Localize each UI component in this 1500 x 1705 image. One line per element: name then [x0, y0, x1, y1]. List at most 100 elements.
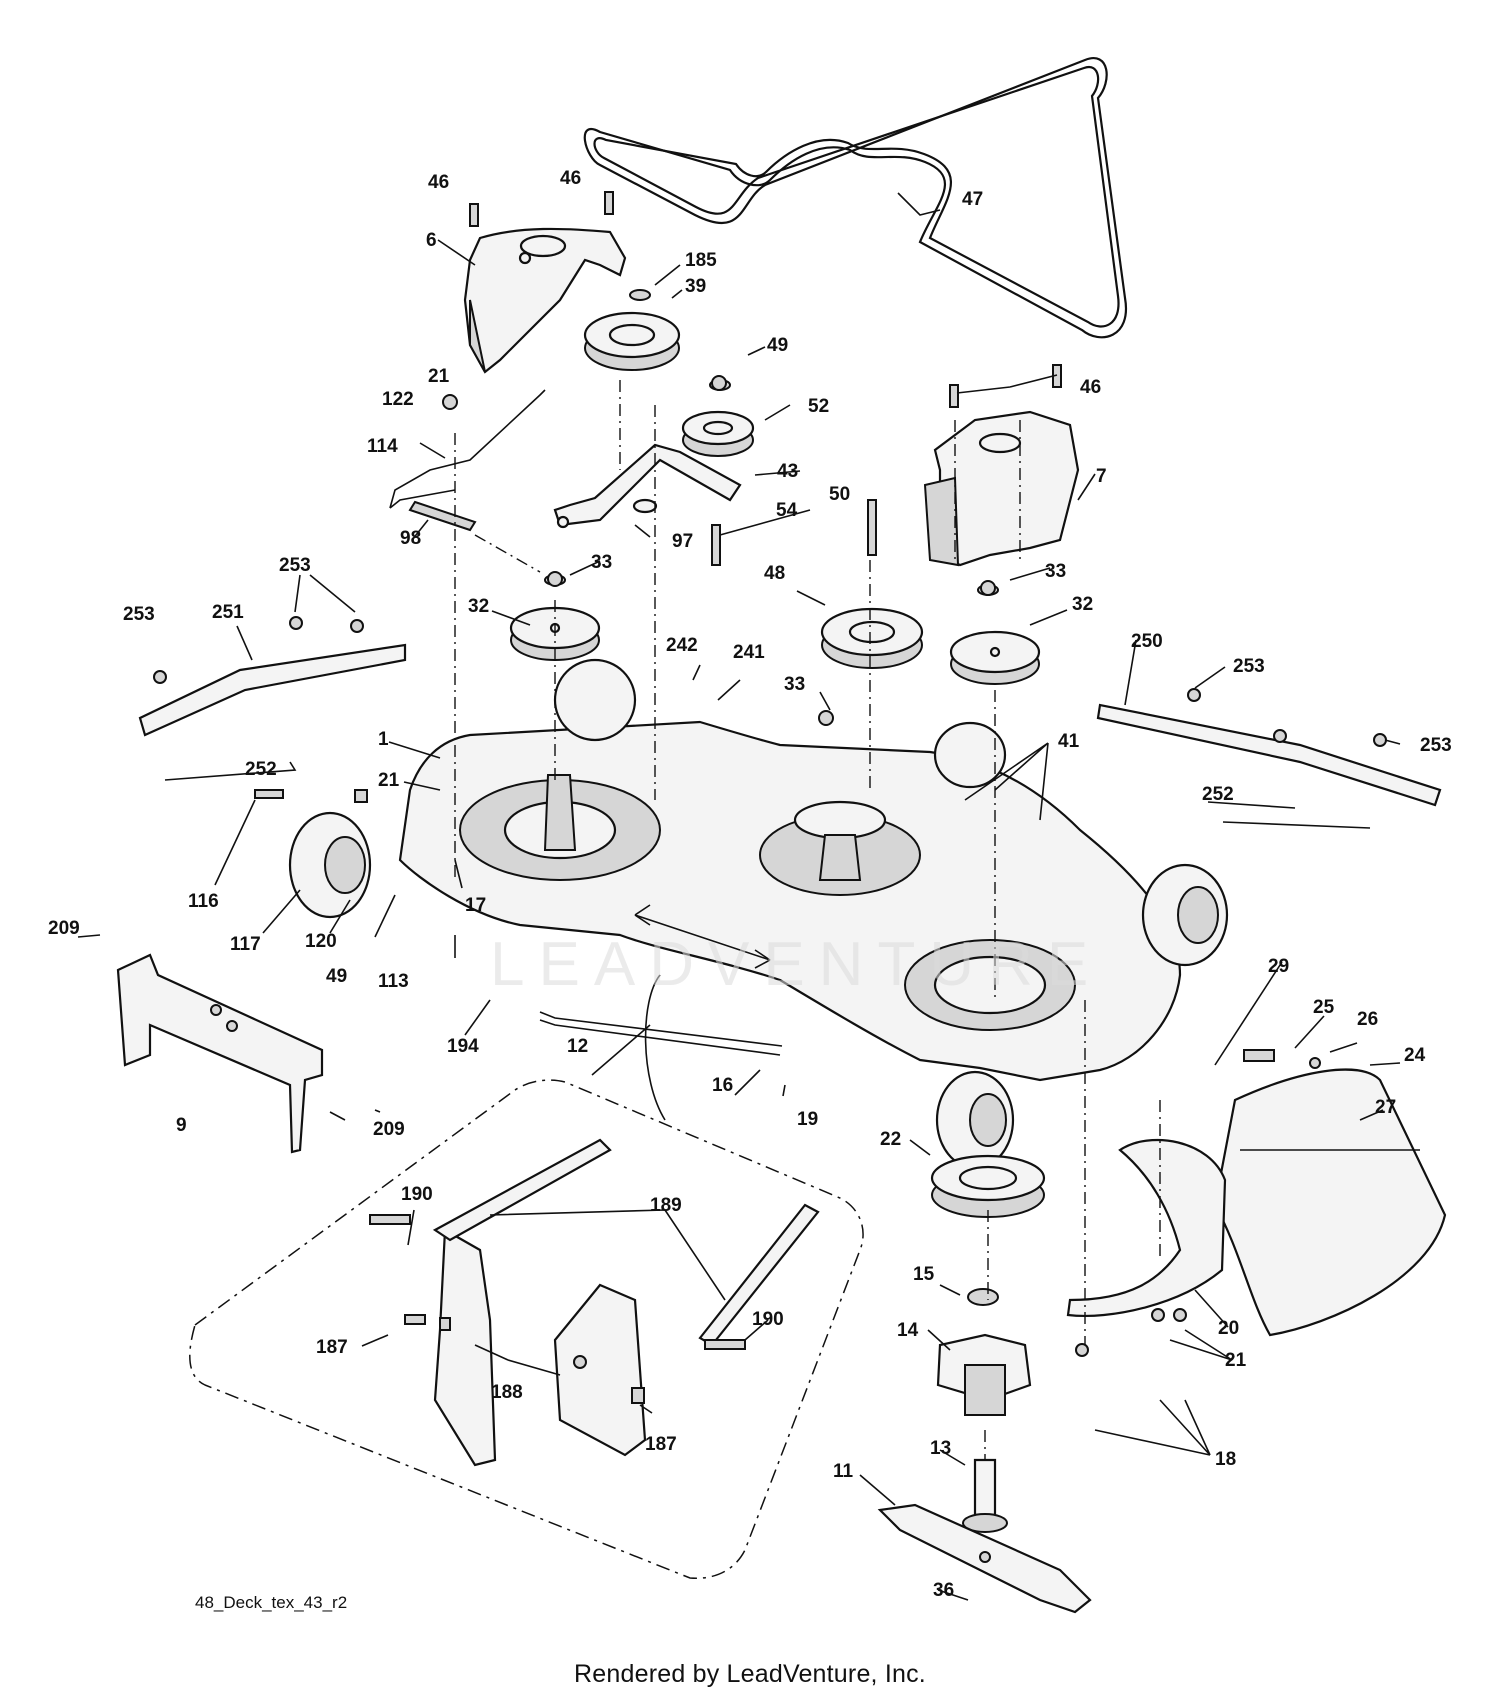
callout-33c: 33 — [784, 674, 805, 695]
chute-deflector-bracket — [1066, 1138, 1227, 1317]
callout-252b: 252 — [1202, 784, 1234, 805]
leader-lines — [77, 192, 1401, 1601]
callout-33a: 33 — [591, 552, 612, 573]
callout-116: 116 — [188, 891, 219, 912]
callout-251: 251 — [212, 602, 244, 623]
hardware-fasteners — [153, 191, 1387, 1404]
callout-21b: 21 — [378, 770, 400, 791]
callout-20: 20 — [1218, 1318, 1239, 1339]
callout-19: 19 — [797, 1109, 818, 1130]
callout-194: 194 — [447, 1036, 479, 1057]
callout-188: 188 — [491, 1382, 523, 1403]
callout-39: 39 — [685, 276, 706, 297]
mower-blade — [877, 1503, 1092, 1614]
callout-18: 18 — [1215, 1449, 1236, 1470]
gauge-wheel-right — [1141, 863, 1229, 967]
pulley-48 — [820, 607, 924, 669]
drive-belt — [583, 57, 1128, 339]
callout-122: 122 — [382, 389, 414, 410]
callout-21a: 21 — [428, 366, 450, 387]
callout-9: 9 — [176, 1115, 187, 1136]
callout-253c: 253 — [1233, 656, 1265, 677]
diagram-code: 48_Deck_tex_43_r2 — [195, 1593, 348, 1612]
callout-209a: 209 — [48, 918, 80, 939]
callout-52: 52 — [808, 396, 829, 417]
gauge-wheel-front-center — [935, 1070, 1015, 1170]
callout-33b: 33 — [1045, 561, 1066, 582]
callout-12: 12 — [567, 1036, 588, 1057]
callout-16: 16 — [712, 1075, 733, 1096]
callout-49a: 49 — [767, 335, 788, 356]
gauge-wheel-rear-left — [553, 658, 637, 742]
mulch-kit-enclosure — [189, 1079, 864, 1579]
callout-98: 98 — [400, 528, 421, 549]
callout-24: 24 — [1404, 1045, 1426, 1066]
callout-54: 54 — [776, 500, 798, 521]
callout-27: 27 — [1375, 1097, 1396, 1118]
callout-209b: 209 — [373, 1119, 405, 1140]
callout-15: 15 — [913, 1264, 935, 1285]
callout-253a: 253 — [279, 555, 311, 576]
callout-113: 113 — [378, 971, 409, 992]
callout-labels: 46 46 47 6 185 39 49 52 21 122 114 43 46… — [48, 168, 1452, 1601]
callout-13: 13 — [930, 1438, 951, 1459]
callout-14: 14 — [897, 1320, 919, 1341]
callout-189: 189 — [650, 1195, 682, 1216]
callout-117: 117 — [230, 934, 261, 955]
spindle-assembly — [930, 1154, 1046, 1533]
callout-6: 6 — [426, 230, 437, 251]
callout-253d: 253 — [1420, 735, 1452, 756]
callout-7: 7 — [1096, 466, 1107, 487]
belt-cover-right — [923, 410, 1080, 567]
deck-housing — [398, 720, 1182, 1082]
gauge-wheel-front-left — [288, 811, 372, 919]
discharge-chute — [1213, 1068, 1447, 1337]
front-hitch-bracket — [116, 953, 324, 1154]
callout-190a: 190 — [401, 1184, 433, 1205]
callout-46b: 46 — [560, 168, 581, 189]
callout-32a: 32 — [468, 596, 489, 617]
callout-50: 50 — [829, 484, 850, 505]
callout-242: 242 — [666, 635, 698, 656]
callout-114: 114 — [367, 436, 398, 457]
callout-185: 185 — [685, 250, 717, 271]
callout-32b: 32 — [1072, 594, 1093, 615]
baffle-left — [432, 1138, 612, 1467]
callout-120: 120 — [305, 931, 337, 952]
stabilizer-bar-left — [138, 643, 407, 737]
callout-48: 48 — [764, 563, 785, 584]
callout-49b: 49 — [326, 966, 347, 987]
idler-arm-and-spring — [389, 389, 546, 573]
callout-17: 17 — [465, 895, 486, 916]
callout-250: 250 — [1131, 631, 1163, 652]
watermark: LEADVENTURE — [490, 930, 1102, 999]
callout-21c: 21 — [1225, 1350, 1247, 1371]
callout-187a: 187 — [316, 1337, 348, 1358]
callout-1: 1 — [378, 729, 389, 750]
callout-241: 241 — [733, 642, 765, 663]
callout-97: 97 — [672, 531, 693, 552]
gauge-wheel-rear-right — [933, 721, 1007, 789]
idler-pulley-52 — [681, 379, 755, 457]
callout-47: 47 — [962, 189, 983, 210]
alignment-lines — [454, 380, 1161, 1460]
callout-36: 36 — [933, 1580, 954, 1601]
spindle-pulley-32-right — [949, 584, 1041, 685]
callout-190b: 190 — [752, 1309, 784, 1330]
belt-cover-left — [463, 227, 627, 374]
callout-187b: 187 — [645, 1434, 677, 1455]
lift-rod — [539, 1011, 783, 1056]
callout-43: 43 — [777, 461, 798, 482]
callout-46a: 46 — [428, 172, 449, 193]
callout-25: 25 — [1313, 997, 1335, 1018]
idler-pulley-39 — [583, 289, 681, 371]
stabilizer-bar-right — [1096, 703, 1442, 807]
footer-credit: Rendered by LeadVenture, Inc. — [574, 1660, 926, 1688]
callout-46c: 46 — [1080, 377, 1101, 398]
callout-252a: 252 — [245, 759, 277, 780]
callout-29: 29 — [1268, 956, 1289, 977]
callout-22: 22 — [880, 1129, 901, 1150]
callout-26: 26 — [1357, 1009, 1378, 1030]
callout-253b: 253 — [123, 604, 155, 625]
